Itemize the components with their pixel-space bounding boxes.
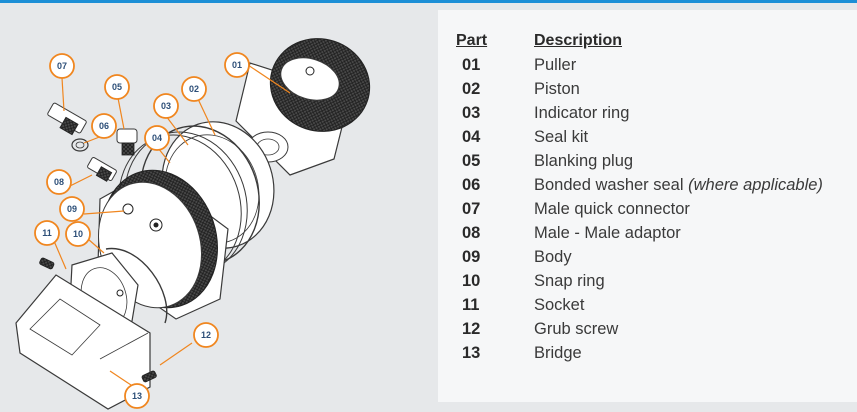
svg-text:02: 02 [189,84,199,94]
part-number: 12 [462,319,481,338]
blanking-plug-part [116,128,138,156]
bonded-washer-part [71,138,89,152]
description-text: Bridge [534,343,582,362]
part-description: Blanking plug [534,149,823,173]
description-text: Seal kit [534,127,589,146]
part-number: 09 [462,247,481,266]
part-description: Piston [534,77,823,101]
part-number: 13 [462,343,481,362]
part-description: Snap ring [534,269,823,293]
body-part [97,169,229,320]
svg-text:03: 03 [161,101,171,111]
table-row: 09 Body [456,245,823,269]
quick-connector-part [47,102,87,136]
callout-01: 01 [224,52,250,78]
callout-05: 05 [104,74,130,100]
screw-part [39,257,55,270]
svg-text:13: 13 [132,391,142,401]
svg-text:06: 06 [99,121,109,131]
grub-screw-part [141,370,157,383]
callout-04: 04 [144,125,170,151]
table-row: 06 Bonded washer seal (where applicable) [456,173,823,197]
svg-text:07: 07 [57,61,67,71]
svg-text:01: 01 [232,60,242,70]
part-description: Male - Male adaptor [534,221,823,245]
svg-text:10: 10 [73,229,83,239]
part-number: 11 [462,295,480,314]
description-text: Male quick connector [534,199,690,218]
table-row: 01 Puller [456,53,823,77]
svg-text:12: 12 [201,330,211,340]
part-number: 01 [462,55,481,74]
description-text: Piston [534,79,580,98]
snap-ring-part [105,247,168,324]
description-text: Blanking plug [534,151,634,170]
header-part: Part [456,32,488,49]
table-row: 11 Socket [456,293,823,317]
description-text: Indicator ring [534,103,630,122]
callout-12: 12 [193,322,219,348]
part-description: Seal kit [534,125,823,149]
header-description: Description [534,32,623,49]
description-text: Bonded washer seal [534,175,684,194]
table-row: 07 Male quick connector [456,197,823,221]
table-row: 13 Bridge [456,341,823,365]
callout-07: 07 [49,53,75,79]
table-row: 05 Blanking plug [456,149,823,173]
exploded-diagram: 01 02 03 04 05 06 07 08 [0,3,430,412]
description-note: (where applicable) [688,175,823,194]
part-number: 07 [462,199,481,218]
part-number: 06 [462,175,481,194]
part-description: Bridge [534,341,823,365]
part-description: Indicator ring [534,101,823,125]
table-row: 04 Seal kit [456,125,823,149]
part-number: 04 [462,127,481,146]
description-text: Male - Male adaptor [534,223,681,242]
table-row: 10 Snap ring [456,269,823,293]
callout-11: 11 [34,220,60,246]
callout-08: 08 [46,169,72,195]
part-number: 08 [462,223,481,242]
svg-text:11: 11 [42,228,52,238]
part-description: Puller [534,53,823,77]
parts-table-header: Part Description [456,29,823,53]
part-description: Male quick connector [534,197,823,221]
adaptor-part [87,157,117,182]
description-text: Grub screw [534,319,619,338]
parts-table-panel: Part Description 01 Puller 02 Piston 03 … [438,10,857,402]
part-number: 02 [462,79,481,98]
top-accent-bar [0,0,857,3]
table-row: 03 Indicator ring [456,101,823,125]
part-description: Bonded washer seal (where applicable) [534,173,823,197]
part-number: 03 [462,103,481,122]
callout-10: 10 [65,221,91,247]
callout-06: 06 [91,113,117,139]
svg-text:09: 09 [67,204,77,214]
svg-text:04: 04 [152,133,162,143]
svg-text:05: 05 [112,82,122,92]
part-number: 10 [462,271,481,290]
callout-03: 03 [153,93,179,119]
description-text: Body [534,247,572,266]
description-text: Socket [534,295,585,314]
part-number: 05 [462,151,481,170]
part-description: Socket [534,293,823,317]
description-text: Puller [534,55,577,74]
parts-table: Part Description 01 Puller 02 Piston 03 … [456,29,823,365]
part-description: Body [534,245,823,269]
table-row: 08 Male - Male adaptor [456,221,823,245]
table-row: 12 Grub screw [456,317,823,341]
table-row: 02 Piston [456,77,823,101]
callout-13: 13 [124,383,150,409]
part-description: Grub screw [534,317,823,341]
svg-text:08: 08 [54,177,64,187]
description-text: Snap ring [534,271,605,290]
callout-02: 02 [181,76,207,102]
callout-09: 09 [59,196,85,222]
